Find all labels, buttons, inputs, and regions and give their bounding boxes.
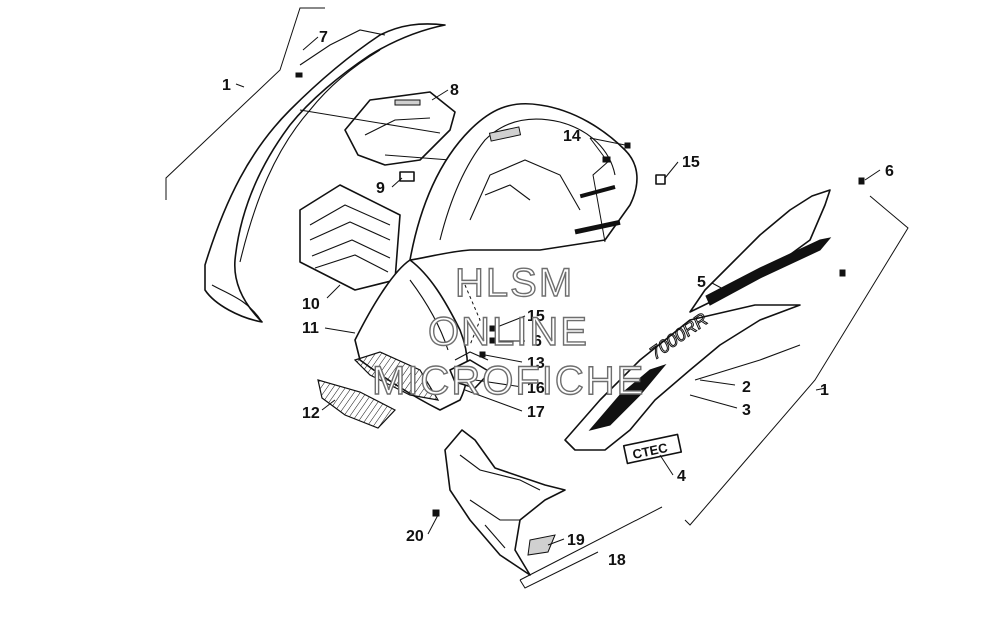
- callout-19: 19: [567, 532, 585, 549]
- callout-14: 14: [563, 128, 581, 145]
- callout-2: 2: [742, 379, 751, 396]
- belly-pan: [432, 429, 566, 576]
- leader-14: [592, 159, 611, 243]
- callout-group-1-right: [684, 195, 909, 526]
- callout-15-top: 15: [682, 154, 700, 171]
- leader-7-8: [299, 109, 441, 134]
- callout-1-right: 1: [820, 382, 829, 399]
- callout-5: 5: [697, 274, 706, 291]
- front-hood: [409, 102, 638, 261]
- watermark-line-3: MICROFICHE: [372, 359, 645, 403]
- callout-13: 13: [527, 355, 545, 372]
- clip-part-9: [399, 171, 415, 182]
- callout-17: 17: [527, 404, 545, 421]
- watermark-line-2: ONLINE: [428, 310, 589, 354]
- front-fascia: [353, 259, 469, 411]
- fastener-14b: [624, 142, 631, 149]
- callout-6-right: 6: [885, 163, 894, 180]
- callout-8: 8: [450, 82, 459, 99]
- leader-lines: [302, 36, 881, 546]
- right-side-panel: [564, 177, 865, 451]
- callout-4: 4: [677, 468, 686, 485]
- mesh-grille: [317, 379, 396, 429]
- fastener-15: [655, 174, 666, 185]
- callout-18: 18: [608, 552, 626, 569]
- callout-15-mid: 15: [527, 308, 545, 325]
- callout-20: 20: [406, 528, 424, 545]
- left-side-panel: [204, 23, 446, 323]
- watermark: HLSM ONLINE MICROFICHE: [371, 260, 645, 403]
- callout-9: 9: [376, 180, 385, 197]
- leader-8-base: [384, 154, 451, 161]
- vent-duct: [299, 184, 401, 291]
- callout-6-mid: 6: [533, 333, 542, 350]
- decal-brand: CTEC: [622, 433, 683, 465]
- callout-1-left: 1: [222, 77, 231, 94]
- callout-7: 7: [319, 29, 328, 46]
- leader-18b: [519, 551, 599, 589]
- callout-12: 12: [302, 405, 320, 422]
- callout-10: 10: [302, 296, 320, 313]
- decal-brand-text: CTEC: [631, 440, 669, 462]
- callout-3: 3: [742, 402, 751, 419]
- fastener-14a: [602, 156, 611, 163]
- callout-11: 11: [302, 320, 319, 337]
- leader-18a: [519, 506, 663, 581]
- watermark-line-1: HLSM: [455, 261, 574, 305]
- callout-labels: 1 7 8 9 10 11 12 14 15 15 6 13 16 17 6 5…: [222, 29, 894, 569]
- callout-group-1-left: [165, 7, 325, 200]
- windshield-insert: [344, 91, 456, 166]
- callout-16: 16: [527, 380, 545, 397]
